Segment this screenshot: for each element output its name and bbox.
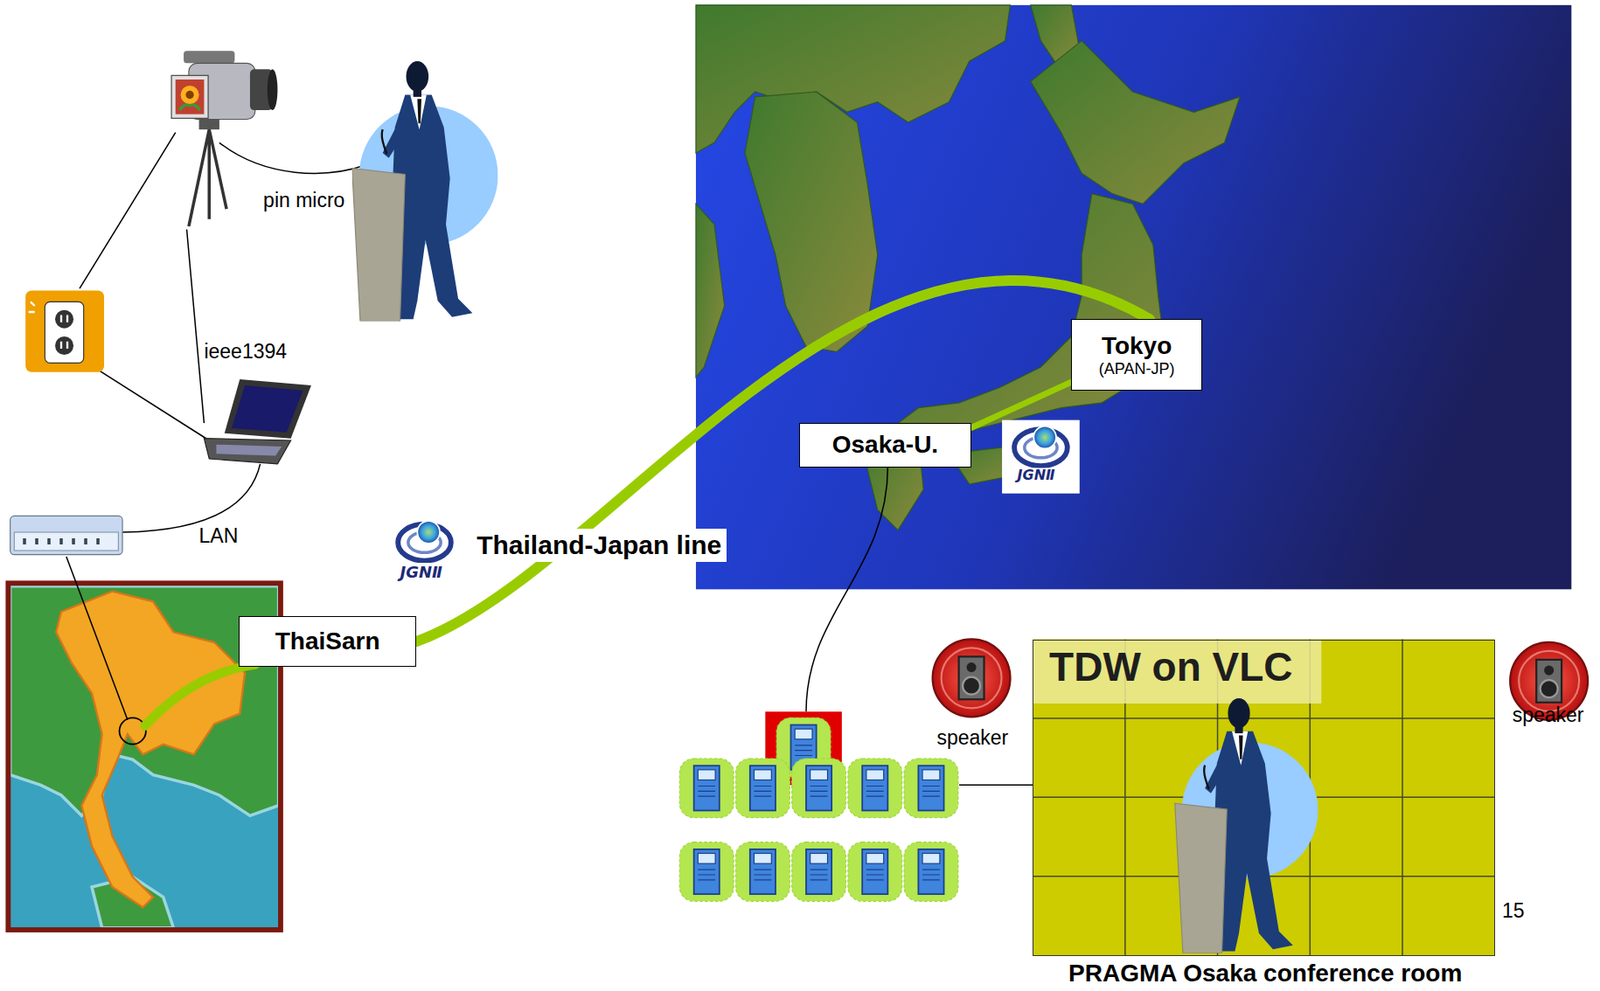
- logo: [1001, 420, 1080, 494]
- tiled-display-wall: [1032, 640, 1322, 705]
- speaker-figure: [352, 61, 499, 322]
- room-caption: PRAGMA Osaka conference room: [1068, 960, 1462, 988]
- tiled-display-wall: [1175, 698, 1319, 954]
- logo: [397, 521, 452, 562]
- japan-map: [695, 5, 1240, 531]
- pc-cluster: [679, 711, 959, 902]
- node-text: Tokyo: [1101, 332, 1172, 361]
- laptop: [231, 385, 304, 433]
- wire-label: pin micro: [263, 188, 345, 212]
- wire: [219, 142, 366, 174]
- power-outlet: [55, 336, 74, 355]
- japan-map: [695, 5, 1572, 591]
- japan-map: [695, 5, 1572, 591]
- speaker-label: speaker: [936, 726, 1009, 750]
- pc-cluster: [792, 758, 847, 819]
- video-camera: [180, 85, 200, 105]
- japan-map: [744, 91, 878, 353]
- video-camera: [171, 75, 209, 119]
- edge-label: Thailand-Japan line: [471, 528, 727, 563]
- power-outlet: [44, 301, 84, 363]
- japan-map: [897, 194, 1163, 439]
- wire: [66, 556, 128, 721]
- speaker-icon: [932, 639, 1588, 720]
- pc-cluster: [679, 758, 734, 819]
- video-camera: [179, 104, 200, 111]
- laptop: [215, 445, 282, 457]
- pc-cluster: [904, 842, 959, 903]
- wire: [959, 785, 1033, 787]
- screen-title: TDW on VLC: [1049, 644, 1294, 691]
- wire: [122, 464, 261, 533]
- logo: [397, 420, 1080, 562]
- wire-label: ieee1394: [203, 340, 287, 363]
- page-number: 15: [1502, 899, 1525, 923]
- node-text: Osaka-U.: [832, 431, 939, 460]
- site-box: Osaka-U.: [799, 423, 972, 467]
- pc-cluster: [679, 842, 734, 903]
- logo: [1014, 426, 1068, 467]
- video-camera: [185, 90, 194, 99]
- video-camera: [183, 50, 235, 63]
- video-camera: [199, 119, 220, 131]
- wire: [806, 466, 888, 712]
- tiled-display-wall: [1032, 640, 1496, 957]
- node-text: (APAN-JP): [1099, 360, 1176, 379]
- laptop: [224, 379, 312, 439]
- pc-cluster: [735, 758, 790, 819]
- japan-map: [1030, 41, 1240, 205]
- wire: [79, 132, 176, 289]
- video-camera: [175, 79, 205, 115]
- logo-text: JGNⅡ: [400, 563, 443, 583]
- video-camera: [267, 69, 279, 111]
- power-outlet: [55, 310, 74, 329]
- pc-cluster: [848, 758, 903, 819]
- japan-map: [695, 203, 725, 377]
- thailand-map: [55, 591, 245, 909]
- wire: [187, 229, 205, 425]
- power-outlet: [61, 315, 68, 350]
- network-link: [416, 280, 1150, 642]
- tiled-display-wall: [1032, 640, 1496, 957]
- speaker-label: speaker: [1512, 703, 1585, 727]
- speaker-icon: [932, 639, 1011, 717]
- site-box: Tokyo(APAN-JP): [1071, 319, 1202, 391]
- tiled-display-wall: [1032, 640, 1496, 957]
- pc-cluster: [735, 842, 790, 903]
- pc-cluster: [792, 842, 847, 903]
- tiled-display: TDW on VLC: [1032, 640, 1496, 957]
- laptop: [203, 379, 312, 465]
- network-link: [971, 382, 1072, 428]
- network-hub: [10, 515, 123, 555]
- access-link: [145, 665, 256, 727]
- network-hub: [10, 515, 123, 555]
- power-outlet: [28, 301, 35, 313]
- wire-label: LAN: [199, 524, 239, 548]
- video-camera: [188, 129, 227, 227]
- network-hub: [13, 532, 119, 551]
- laptop: [203, 438, 291, 465]
- pc-cluster: [848, 842, 903, 903]
- wire: [66, 132, 1033, 787]
- power-outlet: [25, 291, 105, 373]
- thailand-map: [119, 717, 147, 745]
- network-hub: [24, 538, 98, 545]
- pc-cluster: [904, 758, 959, 819]
- site-box: ThaiSarn: [238, 616, 417, 668]
- wire: [97, 368, 209, 441]
- video-camera: [171, 50, 278, 227]
- logo-text: JGNⅡ: [1017, 467, 1056, 484]
- power-outlet: [25, 291, 105, 373]
- node-text: ThaiSarn: [275, 627, 381, 656]
